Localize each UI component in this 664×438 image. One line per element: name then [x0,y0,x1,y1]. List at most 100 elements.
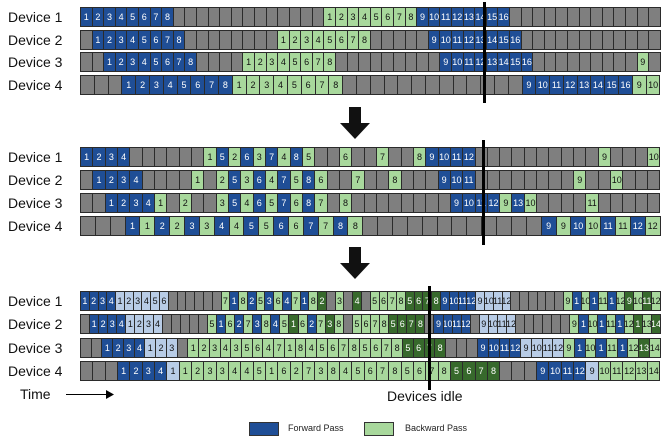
forward-cell: 11 [549,75,564,95]
device-label: Device 2 [8,316,63,332]
backward-cell: 7 [317,216,334,236]
backward-cell: 5 [351,361,365,381]
backward-cell: 2 [245,75,261,95]
device-label: Device 4 [8,218,63,234]
idle-cell [355,75,371,95]
idle-cell [648,30,661,50]
idle-cell [388,147,402,167]
forward-cell: 15 [604,75,620,95]
backward-cell: 3 [215,361,229,381]
device-label: Device 1 [8,293,63,309]
backward-cell: 10 [523,193,538,213]
forward-cell: 1 [80,147,94,167]
idle-cell [634,193,649,213]
backward-cell: 3 [215,193,229,213]
idle-cell [466,75,482,95]
idle-cell [634,170,649,190]
backward-cell: 10 [647,147,661,167]
idle-cell [647,193,661,213]
backward-cell: 4 [240,193,254,213]
forward-cell: 6 [240,147,254,167]
forward-cell: 13 [576,75,592,95]
idle-cell [548,170,562,190]
backward-cell: 5 [264,193,279,213]
backward-cell: 5 [258,216,275,236]
backward-cell: 7 [301,361,316,381]
forward-cell: 3 [129,193,143,213]
backward-cell: 9 [597,147,612,167]
idle-cell [80,193,94,213]
idle-cell [369,75,385,95]
idle-cell [486,147,501,167]
idle-cell [536,170,550,190]
backward-cell: 12 [650,291,661,311]
backward-cell: 6 [300,75,316,95]
backward-cell: 7 [474,361,488,381]
forward-cell: 4 [153,361,168,381]
schedule-row: 1234123456718253647182345678567891011129… [80,291,661,311]
backward-cell: 5 [289,170,303,190]
idle-cell [178,147,192,167]
idle-cell [406,216,423,236]
backward-cell: 1 [190,170,205,190]
forward-cell: 3 [148,75,164,95]
forward-cell: 4 [213,216,230,236]
idle-cell [375,193,390,213]
backward-cell: 3 [203,361,217,381]
idle-cell [507,75,523,95]
backward-cell: 14 [647,361,661,381]
device-label: Device 1 [8,149,63,165]
idle-cell [400,147,414,167]
idle-cell [622,193,636,213]
forward-cell: 13 [511,193,525,213]
forward-cell: 7 [277,193,291,213]
idle-cell [421,216,438,236]
forward-cell: 10 [535,75,551,95]
backward-cell: 1 [153,193,168,213]
idle-cell [437,193,451,213]
backward-cell: 5 [449,361,464,381]
idle-cell [129,147,143,167]
idle-cell [80,216,96,236]
backward-cell: 8 [388,170,402,190]
backward-cell: 4 [240,361,254,381]
idle-cell [397,75,413,95]
backward-cell: 6 [462,361,476,381]
forward-cell: 3 [116,170,131,190]
forward-cell: 1 [92,170,106,190]
backward-cell: 8 [358,30,371,50]
forward-cell: 4 [141,193,155,213]
idle-cell [351,147,365,167]
forward-cell: 1 [104,193,118,213]
forward-cell: 9 [425,147,439,167]
idle-cell [342,75,357,95]
idle-cell [648,7,661,27]
forward-cell: 12 [486,193,501,213]
backward-cell: 9 [631,75,647,95]
forward-cell: 2 [154,216,171,236]
device-label: Device 2 [8,172,63,188]
backward-cell: 10 [585,216,602,236]
backward-cell: 2 [289,361,303,381]
backward-cell: 8 [328,75,344,95]
idle-cell [499,361,513,381]
backward-cell: 4 [273,75,288,95]
idle-cell [438,75,454,95]
idle-cell [573,147,587,167]
idle-cell [203,170,217,190]
idle-cell [560,170,575,190]
idle-cell [388,193,402,213]
idle-cell [80,361,94,381]
backward-cell: 10 [645,75,661,95]
idle-cell [536,147,550,167]
idle-cell [466,216,483,236]
forward-cell: 12 [462,147,476,167]
forward-cell: 9 [521,75,537,95]
device-label: Device 3 [8,195,63,211]
backward-cell: 6 [288,216,304,236]
backward-cell: 8 [347,216,364,236]
forward-cell: 9 [540,216,557,236]
